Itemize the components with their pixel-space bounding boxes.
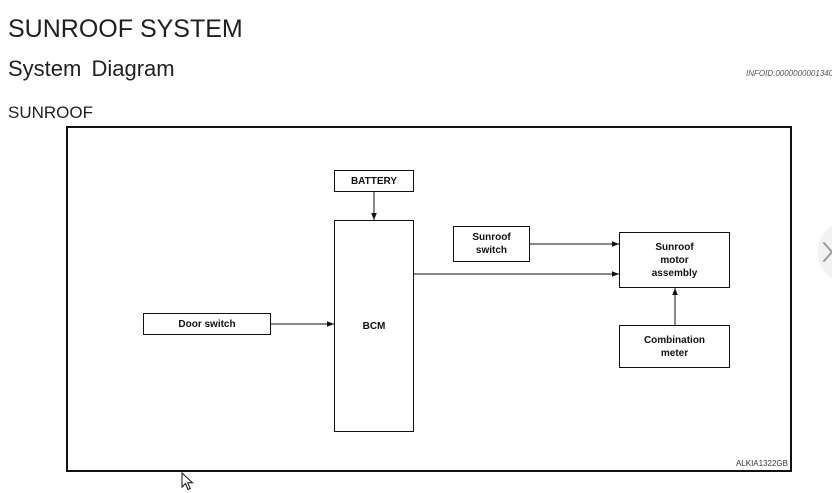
next-page-button[interactable] <box>819 224 832 280</box>
figure-code: ALKIA1322GB <box>735 459 788 468</box>
sunroof-switch-block: Sunroof switch <box>453 226 530 262</box>
section-heading: System Diagram <box>8 56 175 81</box>
combination-meter-block: Combination meter <box>619 325 730 368</box>
bcm-block: BCM <box>334 220 414 432</box>
page-title: SUNROOF SYSTEM <box>8 15 243 43</box>
system-diagram: BATTERY BCM Door switch Sunroof switch S… <box>66 126 792 472</box>
mouse-pointer-icon <box>181 472 194 491</box>
info-id: INFOID:0000000001340 <box>746 69 832 78</box>
battery-block: BATTERY <box>334 170 414 192</box>
connection-lines <box>271 192 678 327</box>
sunroof-motor-assembly-block: Sunroof motor assembly <box>619 232 730 288</box>
door-switch-block: Door switch <box>143 313 271 335</box>
subsection-heading: SUNROOF <box>8 103 93 122</box>
chevron-right-icon <box>823 242 832 262</box>
